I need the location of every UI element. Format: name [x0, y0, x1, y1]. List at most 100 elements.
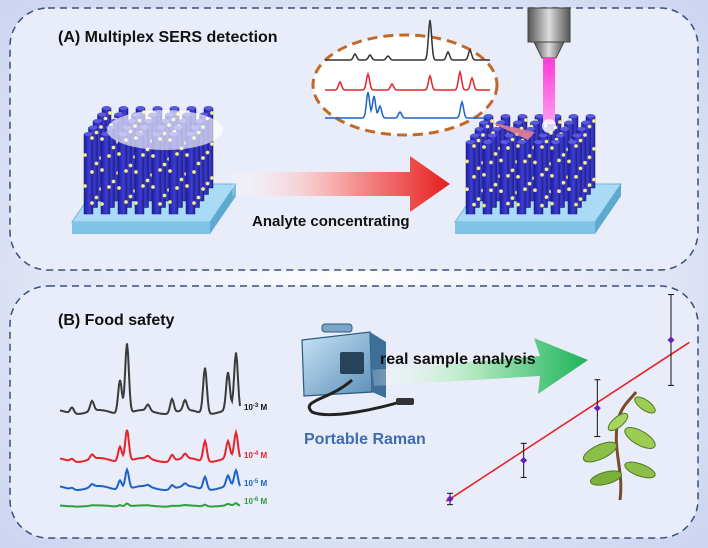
nanoparticle — [94, 130, 99, 135]
inset-spectrum-line — [325, 69, 490, 91]
spectrum-line — [59, 343, 241, 415]
nanoparticle — [90, 201, 94, 205]
nanoparticle — [506, 173, 510, 178]
nanoparticle — [111, 145, 116, 150]
concentrating-arrow-label: Analyte concentrating — [252, 213, 410, 230]
nanoparticle — [128, 194, 133, 199]
nanopillar — [550, 140, 561, 215]
nanoparticle — [557, 189, 561, 194]
nanoparticle — [151, 185, 155, 189]
nanoparticle — [476, 197, 481, 202]
nanoparticle — [210, 111, 214, 115]
nanoparticle — [158, 168, 162, 172]
nanoparticle — [196, 161, 201, 166]
nanoparticle — [205, 150, 210, 155]
nanoparticle — [587, 124, 592, 129]
nanoparticle — [523, 159, 527, 164]
nanoparticle — [476, 138, 481, 143]
portable-raman-label: Portable Raman — [304, 431, 426, 448]
nanoparticle — [83, 184, 87, 188]
nanoparticle — [196, 195, 201, 200]
nanoparticle — [141, 184, 145, 188]
pillar-array-right — [465, 114, 596, 215]
analysis-arrow-label: real sample analysis — [380, 351, 536, 368]
inset-pointer — [490, 122, 535, 140]
nanoparticle — [550, 173, 554, 178]
analysis-arrow — [372, 338, 588, 394]
nanoparticle — [499, 189, 503, 194]
nanoparticle — [592, 146, 596, 151]
calibration-point — [446, 492, 454, 506]
nanoparticle — [134, 201, 138, 205]
laser-spot — [542, 119, 556, 133]
nanoparticle — [124, 200, 128, 204]
nanoparticle — [472, 202, 476, 207]
nanoparticle — [506, 201, 510, 206]
inset-spectrum-line — [325, 19, 490, 61]
nanoparticle — [117, 186, 121, 190]
nanoparticle — [516, 144, 520, 148]
spectrum-line — [59, 466, 241, 491]
nanoparticle — [117, 152, 121, 156]
nanoparticle — [557, 158, 561, 163]
nanoparticle — [168, 169, 172, 173]
nanoparticle — [481, 133, 485, 137]
nanoparticle — [210, 176, 214, 180]
spectrum-label: 10-5 M — [244, 479, 267, 488]
nanoparticle — [510, 137, 515, 142]
panel-a-title: (A) Multiplex SERS detection — [58, 29, 278, 46]
nanoparticle — [558, 120, 562, 124]
nanopillar — [482, 140, 493, 215]
nanoparticle — [94, 161, 99, 166]
fit-line — [445, 341, 690, 502]
nanoparticle — [583, 160, 587, 165]
plant-illustration — [582, 391, 656, 501]
nanoparticle — [185, 153, 189, 157]
nanoparticle — [574, 202, 578, 207]
nanoparticle — [201, 156, 205, 160]
nanoparticle — [587, 183, 592, 188]
nanoparticle — [100, 168, 104, 172]
nanopillar — [516, 140, 527, 215]
nanoparticle — [578, 197, 583, 202]
nanoparticle — [583, 133, 587, 137]
nanoparticle — [550, 146, 554, 150]
nanoparticle — [83, 153, 87, 157]
nanoparticle — [533, 160, 537, 165]
nanoparticle — [482, 172, 486, 177]
nanoparticle — [111, 179, 116, 184]
spectrum-label: 10-6 M — [244, 497, 267, 506]
spectrum-label: 10-4 M — [244, 451, 267, 460]
nanopillar — [83, 132, 94, 215]
nanoparticle — [533, 188, 537, 193]
spectrum-line — [59, 502, 241, 508]
nanoparticle — [550, 201, 554, 206]
nanoparticle — [592, 177, 596, 182]
nanoparticle — [158, 202, 162, 206]
nanoparticle — [192, 201, 196, 205]
nanoparticle — [128, 163, 133, 168]
nanoparticle — [527, 181, 532, 186]
nanoparticle — [516, 202, 520, 207]
calibration-point — [520, 442, 528, 478]
nanopillar — [465, 140, 476, 215]
nanoparticle — [175, 186, 179, 190]
nanoparticle — [100, 202, 104, 206]
nanoparticle — [561, 180, 566, 185]
nanopillar — [567, 140, 578, 215]
nanoparticle — [90, 170, 94, 174]
calibration-plot — [445, 294, 690, 506]
nanoparticle — [561, 152, 566, 157]
nanopillar — [533, 140, 544, 215]
nanoparticle — [185, 184, 189, 188]
concentration-spectra: 10-3 M10-4 M10-5 M10-6 M — [59, 343, 267, 508]
nanoparticle — [540, 203, 544, 208]
nanoparticle — [524, 118, 528, 122]
nanoparticle — [201, 187, 205, 191]
nanoparticle — [516, 174, 520, 179]
nanoparticle — [99, 125, 103, 129]
concentrating-arrow — [232, 156, 450, 212]
nanoparticle — [527, 153, 532, 158]
